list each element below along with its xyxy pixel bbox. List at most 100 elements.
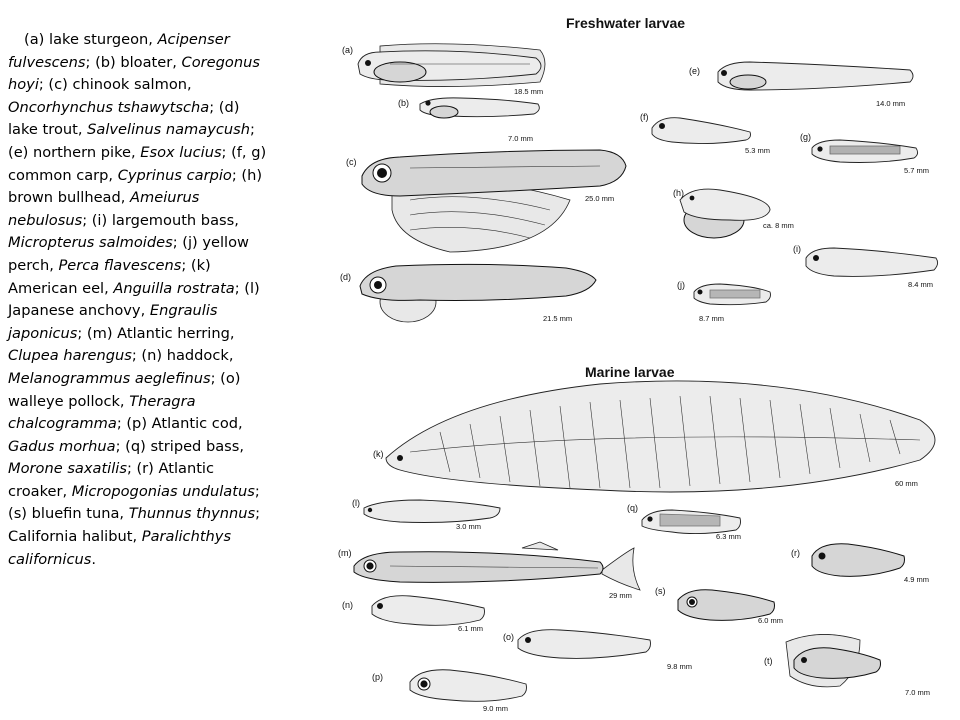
tag-l: (l): [352, 498, 360, 508]
size-d: 21.5 mm: [543, 314, 572, 323]
tag-t: (t): [764, 656, 773, 666]
size-q: 6.3 mm: [716, 532, 741, 541]
tag-d: (d): [340, 272, 351, 282]
species-name: Perca flavescens: [58, 256, 182, 274]
tag-s: (s): [655, 586, 666, 596]
caption-text: ; (m) Atlantic herring,: [77, 324, 235, 342]
size-g: 5.7 mm: [904, 166, 929, 175]
caption-text: ; (r) Atlantic croaker,: [8, 460, 215, 500]
larva-r-atlantic-croaker: [811, 543, 905, 577]
larva-o-walleye-pollock: [517, 629, 651, 659]
caption-text: ; (o) walleye pollock,: [8, 369, 241, 410]
size-k: 60 mm: [895, 479, 918, 488]
caption-text: ; (e) northern pike,: [8, 121, 255, 161]
size-l: 3.0 mm: [456, 522, 481, 531]
larva-b-bloater: [419, 97, 540, 119]
caption-text: ; California halibut,: [8, 505, 260, 546]
tag-m: (m): [338, 548, 352, 558]
caption-text: ; (q) striped bass,: [115, 437, 245, 455]
size-r: 4.9 mm: [904, 575, 929, 584]
size-s: 6.0 mm: [758, 616, 783, 625]
size-m: 29 mm: [609, 591, 632, 600]
tag-f: (f): [640, 112, 649, 122]
tag-q: (q): [627, 503, 638, 513]
tag-c: (c): [346, 157, 357, 167]
species-name: Theragra chalcogramma: [8, 392, 196, 433]
tag-i: (i): [793, 244, 801, 254]
larva-j-yellow-perch: [693, 283, 771, 306]
tag-p: (p): [372, 672, 383, 682]
caption-text: ; (d) lake trout,: [8, 98, 240, 139]
larva-g-common-carp: [811, 139, 919, 163]
size-e: 14.0 mm: [876, 99, 905, 108]
larva-q-striped-bass: [641, 509, 741, 535]
species-name: Melanogrammus aeglefinus: [8, 369, 211, 387]
caption-text: ; (n) haddock,: [131, 347, 234, 365]
tag-r: (r): [791, 548, 800, 558]
freshwater-heading: Freshwater larvae: [566, 15, 685, 31]
caption-text: ; (h) brown bullhead,: [8, 166, 263, 207]
tag-j: (j): [677, 280, 685, 290]
caption-text: ; (k) American eel,: [8, 256, 211, 297]
larva-e-northern-pike: [717, 61, 914, 91]
caption-text: (a) lake sturgeon,: [24, 31, 158, 48]
caption-text: ; (i) largemouth bass,: [82, 211, 239, 229]
size-b: 7.0 mm: [508, 134, 533, 143]
tag-a: (a): [342, 45, 353, 55]
species-name: Micropterus salmoides: [8, 234, 173, 252]
larva-t-california-halibut: [785, 634, 881, 688]
larva-n-haddock: [371, 595, 485, 626]
size-c: 25.0 mm: [585, 194, 614, 203]
tag-n: (n): [342, 600, 353, 610]
larva-a-lake-sturgeon: [357, 43, 546, 87]
larva-l-japanese-anchovy: [363, 499, 501, 523]
size-n: 6.1 mm: [458, 624, 483, 633]
species-name: Salvelinus namaycush: [87, 121, 250, 139]
size-i: 8.4 mm: [908, 280, 933, 289]
caption-text: ; (p) Atlantic cod,: [116, 415, 243, 433]
larva-d-lake-trout: [359, 263, 597, 323]
size-p: 9.0 mm: [483, 704, 508, 713]
size-a: 18.5 mm: [514, 87, 543, 96]
species-name: Thunnus thynnus: [128, 505, 256, 523]
species-name: Anguilla rostrata: [113, 279, 235, 297]
tag-g: (g): [800, 132, 811, 142]
species-name: Paralichthys californicus: [8, 528, 232, 568]
larva-c-chinook-salmon: [361, 149, 627, 253]
species-name: Engraulis japonicus: [8, 302, 218, 342]
caption-text: ; (j) yellow perch,: [8, 234, 249, 274]
species-name: Gadus morhua: [8, 437, 116, 455]
species-name: Oncorhynchus tshawytscha: [8, 98, 210, 116]
larva-m-atlantic-herring: [353, 541, 641, 591]
caption-text: ; (c) chinook salmon,: [38, 76, 192, 94]
marine-heading: Marine larvae: [585, 364, 675, 380]
larvae-plate: Freshwater larvae Marine larvae (a) 18.5…: [338, 15, 939, 713]
larva-h-brown-bullhead: [679, 188, 771, 239]
size-f: 5.3 mm: [745, 146, 770, 155]
species-name: Esox lucius: [140, 143, 222, 161]
species-name: Cyprinus carpio: [117, 166, 232, 184]
size-t: 7.0 mm: [905, 688, 930, 697]
species-name: Ameiurus nebulosus: [8, 189, 200, 229]
size-j: 8.7 mm: [699, 314, 724, 323]
caption-text: ; (f, g) common carp,: [8, 143, 267, 184]
species-name: Micropogonias undulatus: [71, 482, 255, 500]
tag-k: (k): [373, 449, 384, 459]
species-name: Clupea harengus: [8, 347, 132, 365]
caption-text: ; (l) Japanese anchovy,: [8, 279, 260, 320]
tag-e: (e): [689, 66, 700, 76]
caption-text: ; (s) bluefin tuna,: [8, 482, 260, 523]
larva-i-largemouth-bass: [805, 247, 939, 277]
larva-p-atlantic-cod: [409, 669, 527, 702]
species-name: Acipenser fulvescens: [8, 31, 230, 71]
size-h: ca. 8 mm: [763, 221, 794, 230]
species-name: Morone saxatilis: [8, 460, 127, 478]
tag-b: (b): [398, 98, 409, 108]
caption-text: ; (b) bloater,: [85, 53, 182, 71]
figure-caption: (a) lake sturgeon, Acipenser fulvescens;…: [8, 29, 270, 571]
larva-f-common-carp: [651, 117, 751, 145]
larva-k-american-eel: [385, 380, 936, 493]
size-o: 9.8 mm: [667, 662, 692, 671]
larva-s-bluefin-tuna: [677, 589, 775, 621]
species-name: Coregonus hoyi: [8, 53, 260, 94]
